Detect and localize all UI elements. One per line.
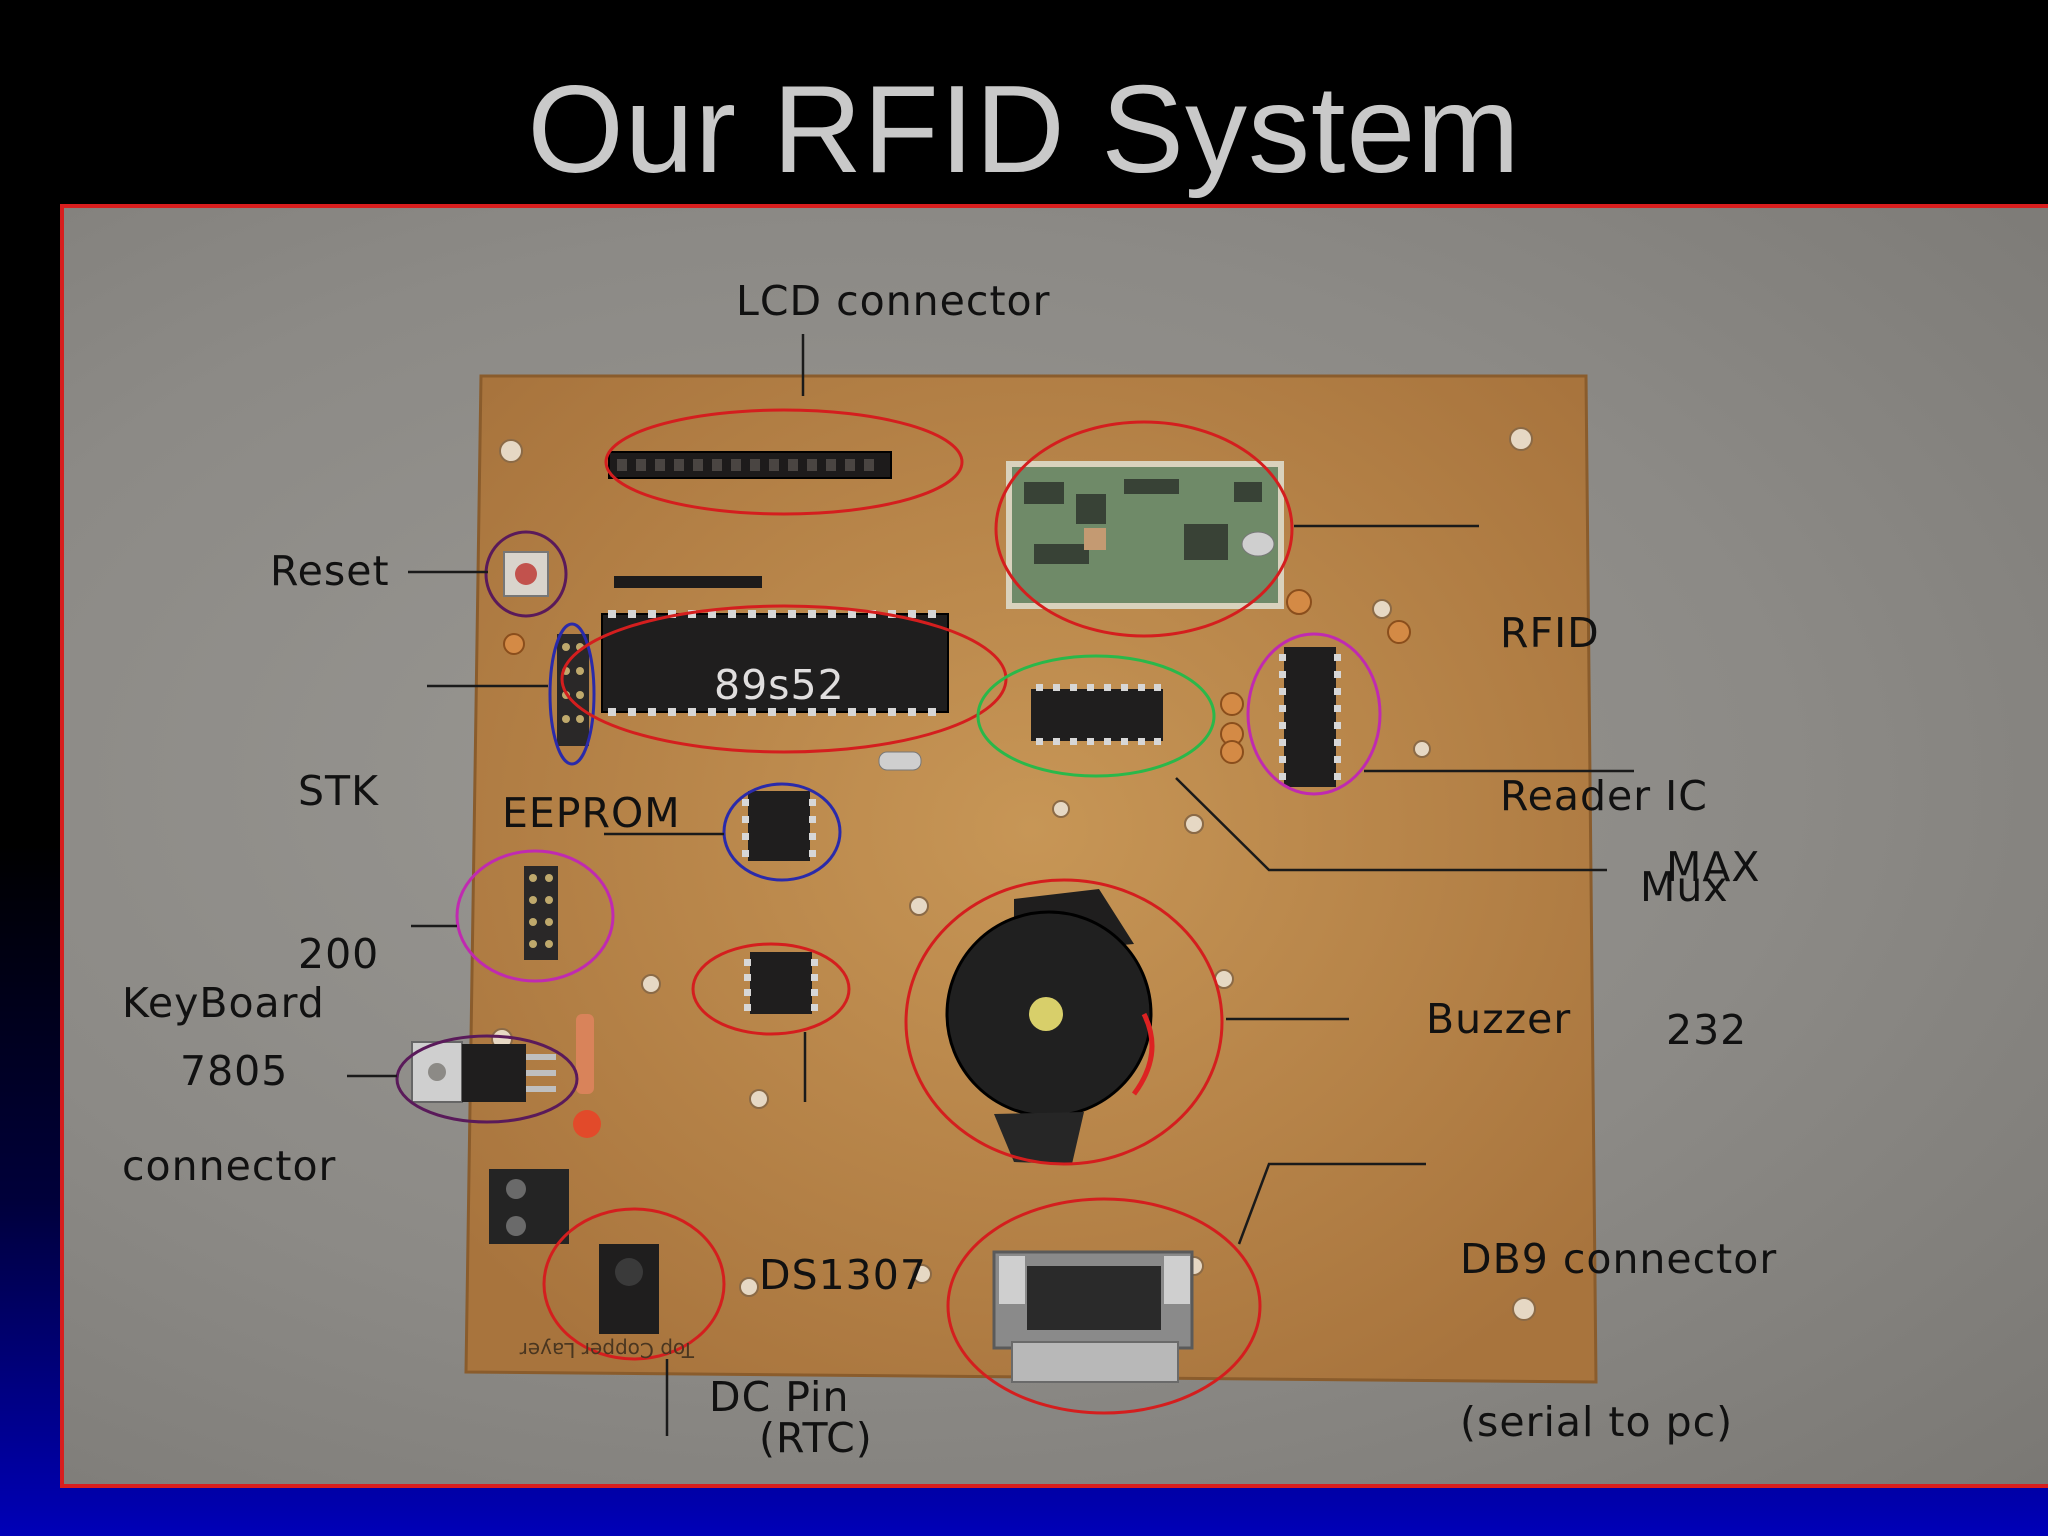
rtc-chip <box>750 952 812 1014</box>
max232-chip <box>1284 647 1336 787</box>
max232-highlight <box>1246 632 1382 796</box>
stk-header <box>557 634 589 746</box>
buzzer-icon <box>945 889 1155 1164</box>
label-max-line1: MAX <box>1666 843 1761 892</box>
pcb-silkscreen: Top Copper Layer <box>519 1338 695 1362</box>
label-max-line2: 232 <box>1666 1005 1748 1054</box>
terminal-block <box>489 1169 569 1244</box>
db9-leader <box>1237 1162 1426 1245</box>
label-db9-line2: (serial to pc) <box>1460 1397 1734 1446</box>
dc-jack <box>599 1244 659 1334</box>
label-reset: Reset <box>270 547 390 595</box>
label-rtc-line1: DS1307 <box>759 1251 927 1300</box>
label-buzzer: Buzzer <box>1426 995 1572 1043</box>
label-keyboard-line2: connector <box>122 1141 337 1190</box>
db9-highlight <box>946 1197 1262 1415</box>
label-rfid-line2: Reader IC <box>1500 771 1708 820</box>
label-db9-line1: DB9 connector <box>1460 1235 1778 1284</box>
mux-highlight <box>976 654 1216 778</box>
label-mcu: 89s52 <box>714 661 845 709</box>
db9-connector-icon <box>992 1250 1194 1383</box>
rfid-highlight <box>994 420 1294 638</box>
mcu-highlight <box>560 604 1008 754</box>
label-keyboard: KeyBoard connector <box>122 868 336 1301</box>
reset-highlight <box>484 530 568 618</box>
label-dc-pin: DC Pin <box>709 1373 850 1421</box>
pcb-photo: Top Copper Layer LCD connector Reset STK… <box>60 204 2048 1488</box>
dc-pin-highlight <box>542 1207 726 1361</box>
label-stk-line1: STK <box>298 767 379 816</box>
label-rfid-line1: RFID <box>1500 609 1600 658</box>
label-db9: DB9 connector (serial to pc) <box>1460 1124 1778 1484</box>
label-max232: MAX 232 <box>1666 732 1761 1165</box>
label-stk: STK 200 <box>298 656 379 1089</box>
label-7805: 7805 <box>180 1047 289 1095</box>
label-keyboard-line1: KeyBoard <box>122 979 325 1028</box>
mux-leader <box>1175 777 1607 872</box>
eeprom-chip <box>748 791 810 861</box>
lcd-connector-highlight <box>604 408 964 516</box>
rtc-highlight <box>691 942 851 1036</box>
label-eeprom: EEPROM <box>502 789 681 837</box>
label-rtc-line2: (RTC) <box>759 1413 873 1462</box>
slide-title: Our RFID System <box>527 61 1521 199</box>
mux-chip <box>1031 689 1163 741</box>
label-rfid: RFID Reader IC <box>1500 498 1708 931</box>
label-lcd-connector: LCD connector <box>736 277 1051 325</box>
buzzer-highlight <box>904 878 1224 1166</box>
label-mux: Mux <box>1640 863 1729 911</box>
eeprom-highlight <box>722 782 842 882</box>
keyboard-highlight <box>455 849 615 983</box>
regulator-highlight <box>395 1034 579 1124</box>
keyboard-header <box>524 866 558 960</box>
stk-highlight <box>548 622 596 766</box>
label-stk-line2: 200 <box>298 929 380 978</box>
label-rtc: DS1307 (RTC) <box>759 1140 927 1484</box>
